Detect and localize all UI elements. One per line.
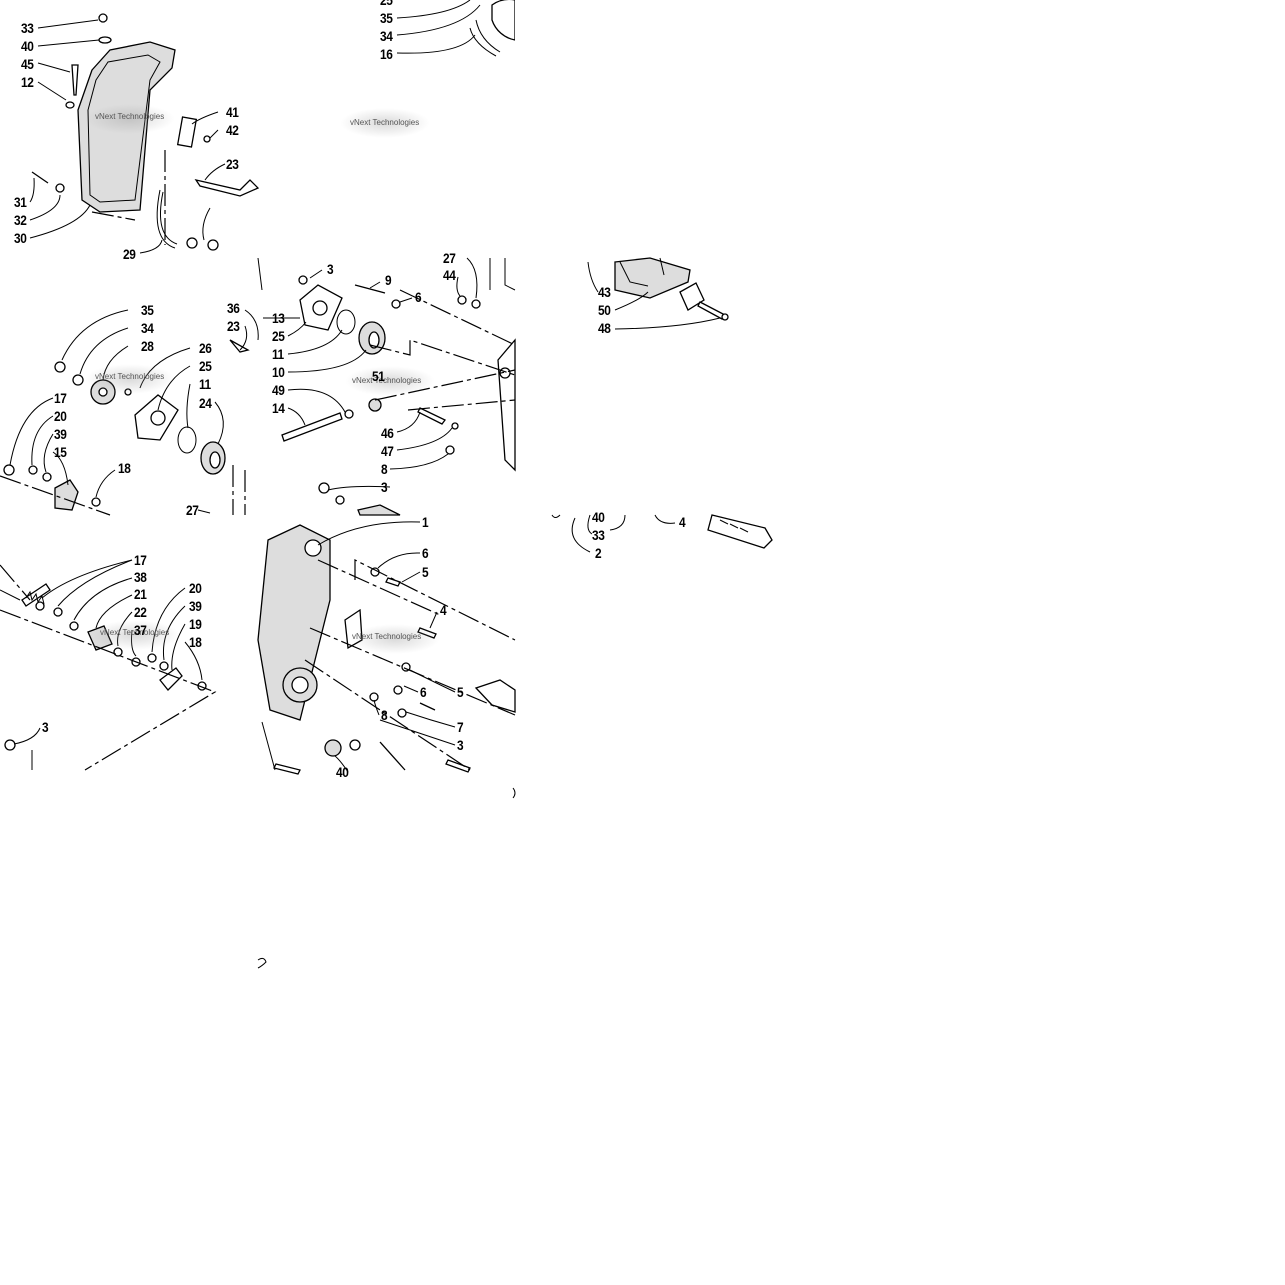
callout-label: 38 — [134, 569, 147, 585]
callout-label: 20 — [54, 408, 67, 424]
watermark: vNext Technologies — [352, 632, 422, 641]
callout-label: 11 — [272, 346, 284, 362]
callout-label: 17 — [134, 552, 147, 568]
callout-label: 50 — [598, 302, 611, 318]
callout-label: 25 — [199, 358, 212, 374]
callout-label: 18 — [189, 634, 202, 650]
callout-label: 35 — [141, 302, 154, 318]
callout-label: 16 — [380, 46, 393, 62]
callout-label: 19 — [189, 616, 202, 632]
callout-label: 25 — [380, 0, 393, 8]
callout-label: 8 — [381, 707, 388, 723]
callout-label: 1 — [422, 514, 429, 530]
callout-label: 18 — [118, 460, 131, 476]
chaincase-cover-drawing — [29, 13, 260, 254]
callout-label: 35 — [380, 10, 393, 26]
callout-label: 3 — [42, 719, 49, 735]
callout-label: 4 — [679, 514, 686, 530]
callout-label: 39 — [54, 426, 67, 442]
shaft-drawing — [551, 514, 773, 553]
callout-label: 27 — [186, 502, 199, 518]
callout-label: 34 — [141, 320, 154, 336]
callout-label: 20 — [189, 580, 202, 596]
watermark-haze — [85, 364, 175, 394]
callout-label: 49 — [272, 382, 285, 398]
callout-label: 26 — [199, 340, 212, 356]
watermark-haze — [85, 104, 175, 134]
watermark-haze — [345, 366, 435, 396]
callout-label: 34 — [380, 28, 393, 44]
empty-region — [258, 0, 338, 255]
watermark-haze — [90, 620, 180, 650]
watermark-haze — [340, 108, 430, 138]
callout-label: 45 — [21, 56, 34, 72]
callout-label: 30 — [14, 230, 27, 246]
callout-label: 47 — [381, 443, 394, 459]
callout-label: 41 — [226, 104, 239, 120]
callout-label: 9 — [385, 272, 392, 288]
tensioner-drawing — [587, 257, 729, 330]
callout-label: 40 — [336, 764, 349, 780]
empty-region — [515, 0, 1285, 255]
sprocket-fragment-drawing — [396, 0, 516, 57]
callout-label: 21 — [134, 586, 147, 602]
callout-label: 6 — [420, 684, 427, 700]
watermark: vNext Technologies — [100, 628, 170, 637]
callout-label: 2 — [595, 545, 602, 561]
callout-label: 3 — [457, 737, 464, 753]
callout-label: 17 — [54, 390, 67, 406]
callout-label: 40 — [592, 509, 605, 525]
callout-label: 6 — [422, 545, 429, 561]
callout-label: 22 — [134, 604, 147, 620]
callout-label: 25 — [272, 328, 285, 344]
callout-label: 46 — [381, 425, 394, 441]
callout-label: 10 — [272, 364, 285, 380]
callout-label: 4 — [440, 602, 447, 618]
watermark: vNext Technologies — [95, 372, 165, 381]
callout-label: 7 — [457, 719, 464, 735]
callout-label: 14 — [272, 400, 285, 416]
callout-label: 5 — [457, 684, 464, 700]
callout-label: 11 — [199, 376, 211, 392]
callout-label: 6 — [415, 289, 422, 305]
callout-label: 51 — [372, 368, 385, 384]
chaincase-housing-drawing — [257, 521, 516, 969]
watermark-haze — [350, 624, 440, 654]
callout-label: 39 — [189, 598, 202, 614]
callout-label: 33 — [21, 20, 34, 36]
callout-label: 31 — [14, 194, 27, 210]
sprocket-bearing-drawing — [0, 309, 259, 516]
callout-label: 43 — [598, 284, 611, 300]
callout-label: 12 — [21, 74, 34, 90]
callout-label: 13 — [272, 310, 285, 326]
callout-label: 28 — [141, 338, 154, 354]
callout-label: 8 — [381, 461, 388, 477]
watermark: vNext Technologies — [350, 118, 420, 127]
callout-label: 23 — [226, 156, 239, 172]
bearing-flange-drawing — [257, 257, 516, 516]
callout-label: 44 — [443, 267, 456, 283]
callout-label: 33 — [592, 527, 605, 543]
callout-label: 40 — [21, 38, 34, 54]
callout-label: 36 — [227, 300, 240, 316]
callout-label: 15 — [54, 444, 67, 460]
callout-label: 23 — [227, 318, 240, 334]
callout-label: 24 — [199, 395, 212, 411]
callout-label: 5 — [422, 564, 429, 580]
callout-label: 29 — [123, 246, 136, 262]
callout-label: 27 — [443, 250, 456, 266]
watermark: vNext Technologies — [352, 376, 422, 385]
callout-label: 3 — [381, 479, 388, 495]
callout-label: 32 — [14, 212, 27, 228]
callout-label: 37 — [134, 622, 147, 638]
callout-label: 42 — [226, 122, 239, 138]
spring-plunger-drawing — [0, 559, 217, 771]
callout-label: 48 — [598, 320, 611, 336]
callout-label: 3 — [327, 261, 334, 277]
watermark: vNext Technologies — [95, 112, 165, 121]
